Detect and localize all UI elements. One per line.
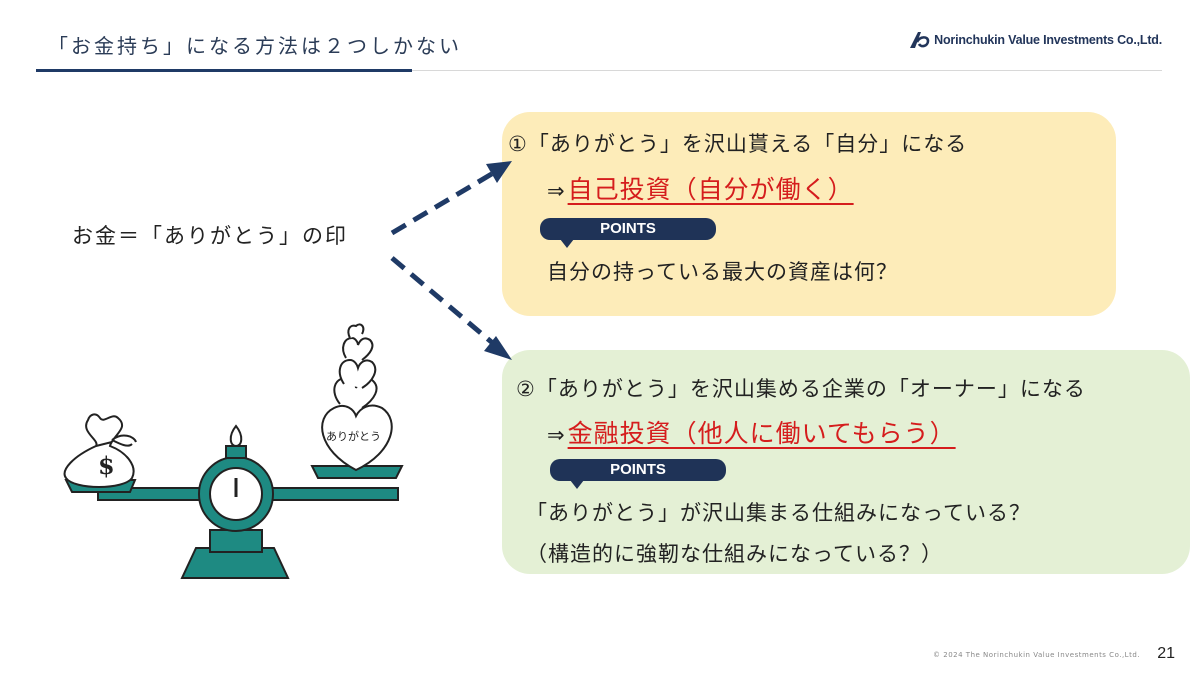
option2-badge-tail xyxy=(570,480,584,489)
page-title: 「お金持ち」になる方法は２つしかない xyxy=(48,34,462,58)
nvi-logo-icon xyxy=(910,32,930,48)
logo-text: Norinchukin Value Investments Co.,Ltd. xyxy=(934,33,1162,47)
option1-points-badge: POINTS xyxy=(540,218,716,240)
heart-label: ありがとう xyxy=(326,429,381,443)
balance-scale-illustration xyxy=(63,323,404,579)
arrow-to-option1 xyxy=(390,161,512,236)
money-equation: お金＝「ありがとう」の印 xyxy=(72,224,348,248)
option2-point-line2: （構造的に強靭な仕組みになっている？） xyxy=(526,542,943,566)
implies-symbol: ⇒ xyxy=(547,179,566,203)
page-number: 21 xyxy=(1157,645,1175,662)
option1-title: ①「ありがとう」を沢山貰える「自分」になる xyxy=(508,132,968,156)
option2-highlight: 金融投資（他人に働いてもらう） xyxy=(567,419,956,448)
copyright-notice: © 2024 The Norinchukin Value Investments… xyxy=(933,651,1140,659)
dollar-sign: $ xyxy=(98,451,115,480)
option1-highlight: 自己投資（自分が働く） xyxy=(567,175,854,204)
option1-box xyxy=(502,112,1116,316)
option2-title: ②「ありがとう」を沢山集める企業の「オーナー」になる xyxy=(516,377,1086,401)
title-underline xyxy=(36,69,412,72)
option1-point: 自分の持っている最大の資産は何？ xyxy=(547,260,898,284)
company-logo: Norinchukin Value Investments Co.,Ltd. xyxy=(908,30,1162,50)
option1-badge-tail xyxy=(560,239,574,248)
option1-result: ⇒自己投資（自分が働く） xyxy=(547,170,854,206)
option2-point-line1: 「ありがとう」が沢山集まる仕組みになっている？ xyxy=(526,501,1031,525)
arrow-to-option2 xyxy=(390,256,512,360)
implies-symbol: ⇒ xyxy=(547,423,566,447)
option2-result: ⇒金融投資（他人に働いてもらう） xyxy=(547,414,956,450)
option2-points-badge: POINTS xyxy=(550,459,726,481)
header-divider xyxy=(412,70,1162,71)
